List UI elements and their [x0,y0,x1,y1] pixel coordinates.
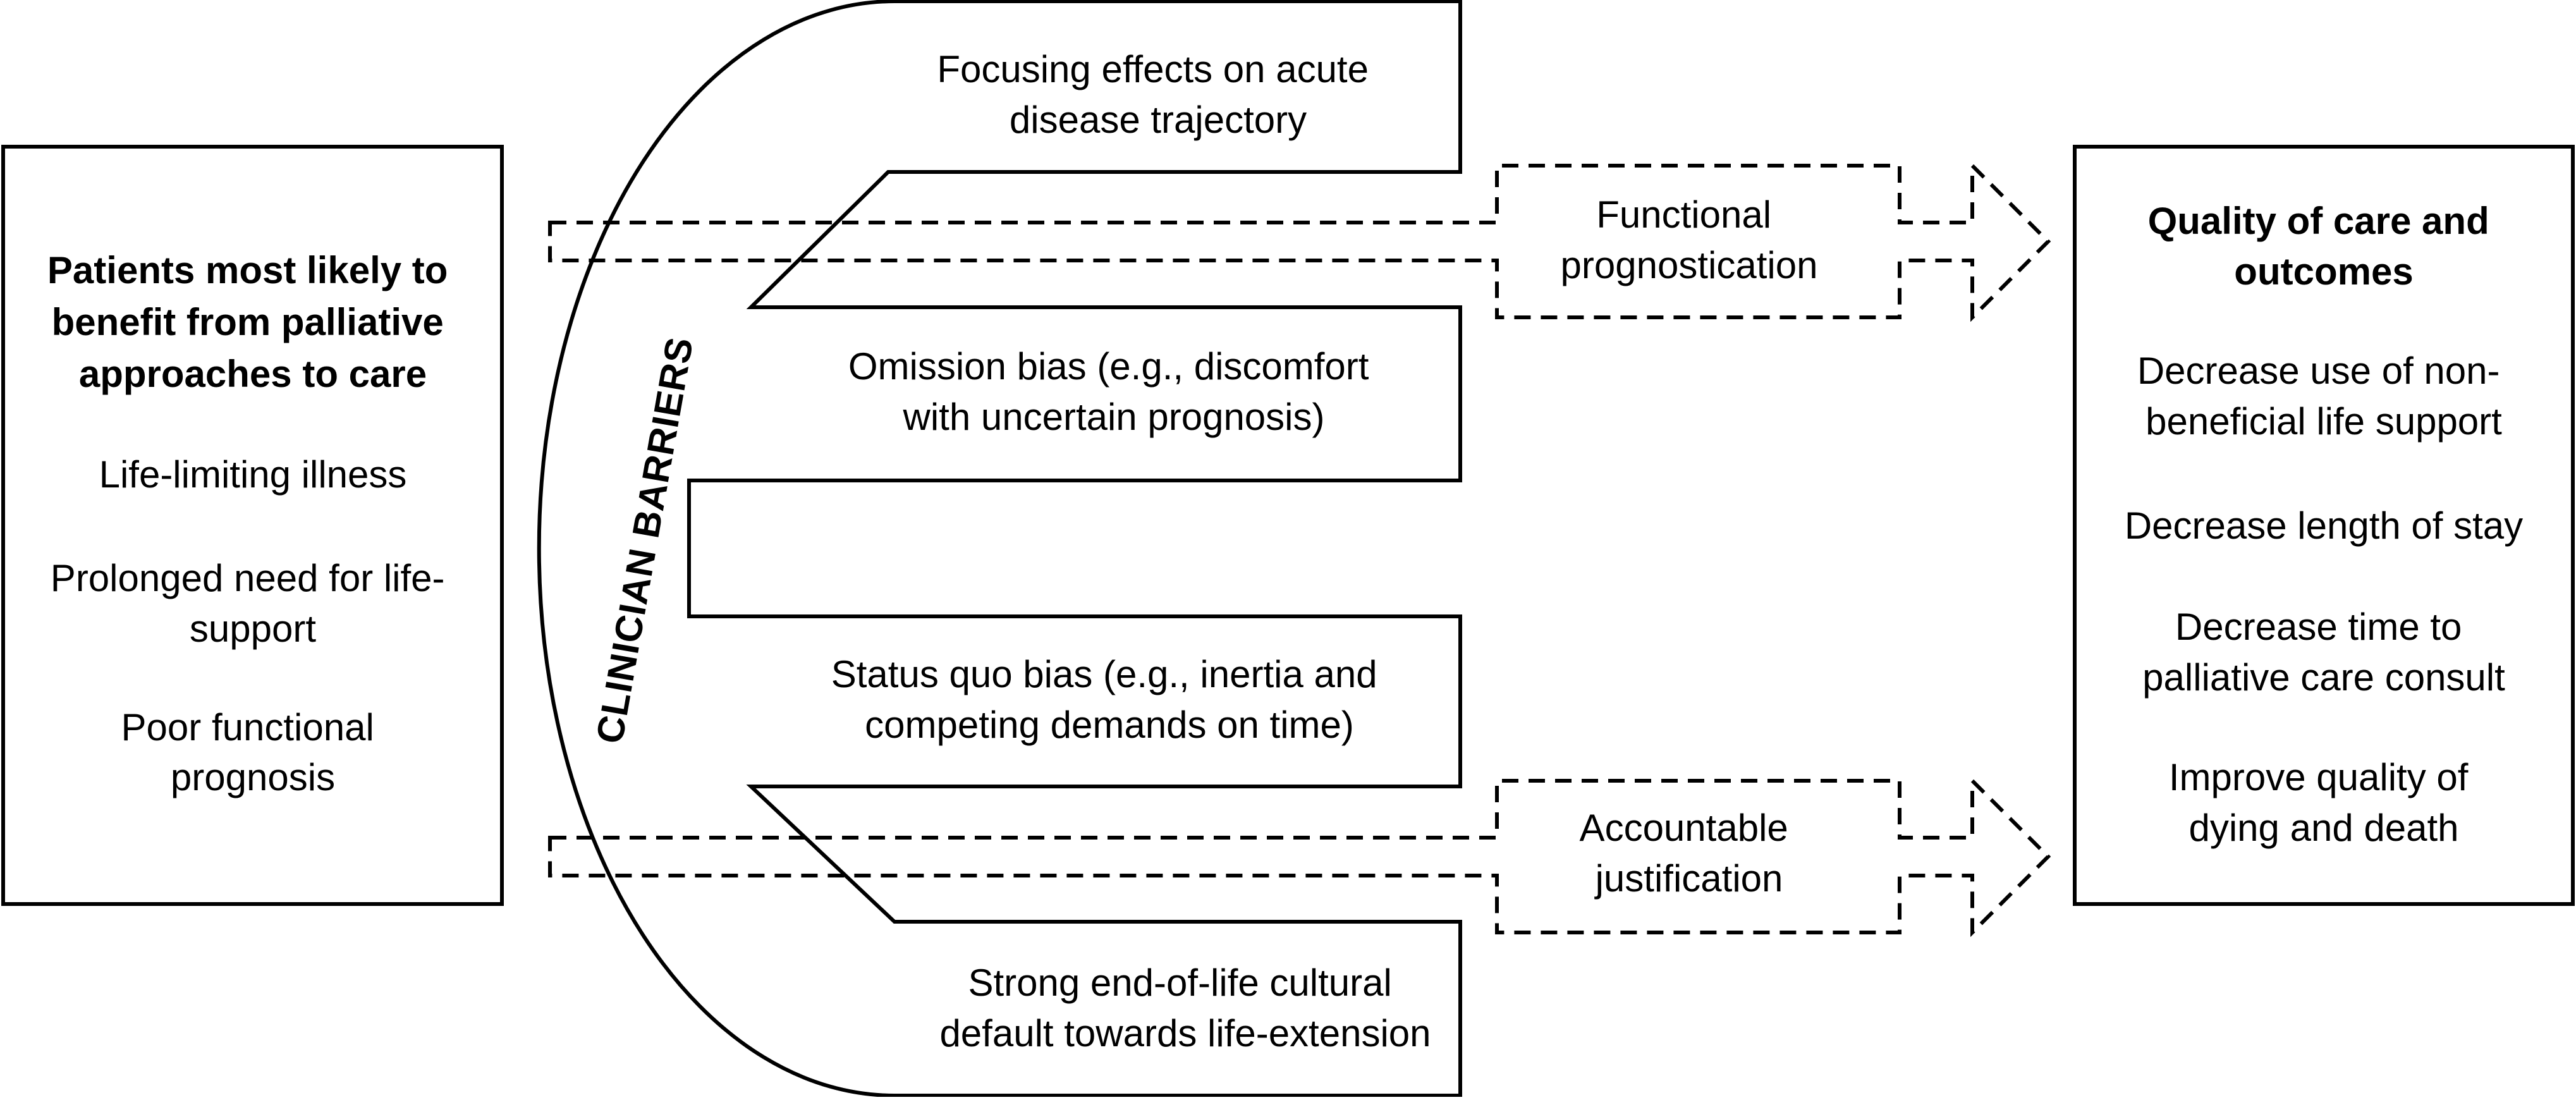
patients-item-line: Poor functional [121,706,374,749]
outcome-line: Decrease time to [2175,606,2462,648]
outcome-life-support: Decrease use of non- beneficial life sup… [2137,350,2510,443]
patients-item-functional-prognosis: Poor functional prognosis [121,706,385,798]
outcomes-box-frame [2073,145,2575,906]
functional-prognostication-label: Functional prognostication [1561,193,1818,286]
dashed-arrow-outline [548,776,2051,938]
outcome-line: beneficial life support [2146,400,2502,443]
outcome-line: Decrease use of non- [2137,350,2500,392]
dashed-arrow-outline [548,161,2051,322]
barrier-focusing-effects: Focusing effects on acute disease trajec… [937,48,1379,141]
intervention-line: prognostication [1561,244,1818,286]
barrier-line: disease trajectory [1010,99,1307,141]
barrier-cultural-default: Strong end-of-life cultural default towa… [939,962,1431,1054]
outcome-line: dying and death [2188,807,2458,849]
outcome-length-of-stay: Decrease length of stay [2125,504,2523,547]
patients-title-line: benefit from palliative [52,301,444,343]
barrier-line: Focusing effects on acute [937,48,1369,90]
intervention-line: Functional [1596,193,1771,236]
barrier-line: competing demands on time) [865,704,1354,746]
accountable-justification-label: Accountable justification [1580,807,1799,900]
barrier-line: Omission bias (e.g., discomfort [848,345,1369,388]
outcome-line: palliative care consult [2142,656,2505,699]
outcome-line: Improve quality of [2169,756,2469,798]
clinician-barriers-shape: CLINICIAN BARRIERS [537,0,1462,1097]
accountable-justification-arrow: Accountable justification [548,776,2051,938]
patients-title-line: approaches to care [79,353,427,395]
patients-title-line: Patients most likely to [47,249,448,291]
barrier-line: default towards life-extension [939,1012,1431,1054]
intervention-line: justification [1594,857,1783,900]
patients-item-line: Prolonged need for life- [51,557,445,599]
intervention-line: Accountable [1580,807,1788,849]
outcome-line: Decrease length of stay [2125,504,2523,547]
barrier-line: with uncertain prognosis) [902,396,1324,438]
outcome-quality-of-dying: Improve quality of dying and death [2169,756,2479,849]
patients-item-line: prognosis [171,756,335,798]
outcomes-title: Quality of care and outcomes [2148,200,2500,293]
patients-item-life-limiting: Life-limiting illness [99,453,407,496]
outcome-palliative-consult: Decrease time to palliative care consult [2142,606,2505,699]
patients-item-life-support: Prolonged need for life- support [51,557,455,650]
outcomes-title-line: outcomes [2234,250,2413,293]
barrier-omission-bias: Omission bias (e.g., discomfort with unc… [848,345,1379,438]
barrier-outline [537,0,1462,1097]
barrier-status-quo-bias: Status quo bias (e.g., inertia and compe… [831,653,1388,746]
patients-item-line: support [190,608,316,650]
patients-item-line: Life-limiting illness [99,453,407,496]
patients-title: Patients most likely to benefit from pal… [47,249,458,395]
outcomes-title-line: Quality of care and [2148,200,2489,242]
barrier-line: Status quo bias (e.g., inertia and [831,653,1377,695]
outcomes-box: Quality of care and outcomes Decrease us… [2073,145,2575,906]
functional-prognostication-arrow: Functional prognostication [548,161,2051,322]
barrier-line: Strong end-of-life cultural [968,962,1391,1004]
patients-box: Patients most likely to benefit from pal… [1,145,504,906]
patients-box-frame [1,145,504,906]
